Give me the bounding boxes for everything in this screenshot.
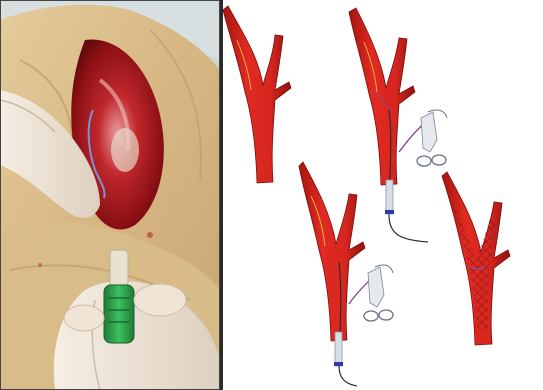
arterial-bifurcation-icon [299, 162, 393, 386]
surgical-photo-drawing [0, 0, 220, 390]
arterial-illustration [223, 0, 543, 390]
arterial-bifurcation-icon [349, 8, 447, 242]
illustration-panel [223, 0, 543, 390]
sheath-icon [335, 332, 342, 366]
arterial-bifurcation-icon [223, 6, 291, 183]
surgical-photo [0, 0, 220, 390]
clamp-icon [364, 265, 393, 321]
clamp-icon [417, 110, 447, 166]
sheath-icon [386, 180, 393, 214]
stent-graft-icon [442, 172, 510, 345]
